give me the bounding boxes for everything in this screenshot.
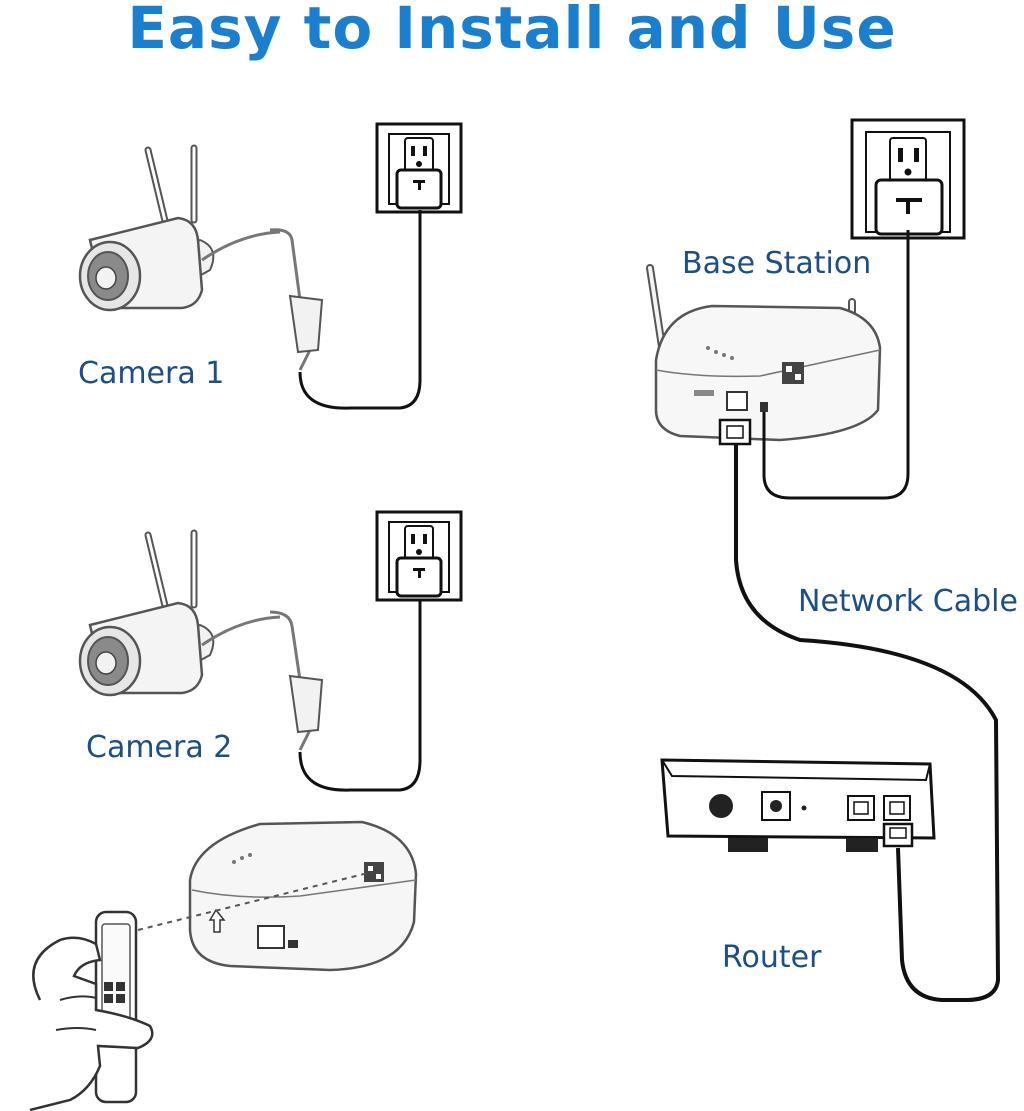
power-cable-1 <box>298 210 422 410</box>
base-station-label: Base Station <box>682 246 872 281</box>
outlet-3-icon <box>850 118 966 240</box>
phone-in-hand-icon <box>29 910 154 1111</box>
router-label: Router <box>722 940 822 975</box>
scan-line <box>137 871 373 931</box>
outlet-2-icon <box>375 510 463 602</box>
rj45-plug-icon <box>718 418 752 446</box>
camera-2-icon <box>80 533 324 751</box>
network-cable-label: Network Cable <box>798 584 1018 619</box>
network-cable <box>734 444 1001 1002</box>
camera-2-label: Camera 2 <box>86 730 233 765</box>
page-title: Easy to Install and Use <box>127 0 897 62</box>
outlet-1-icon <box>375 122 463 214</box>
camera-1-icon <box>80 148 324 371</box>
router-icon <box>660 758 936 852</box>
power-cable-2 <box>298 600 422 792</box>
hub-device-icon <box>188 820 418 972</box>
base-station-icon <box>646 264 882 442</box>
camera-1-label: Camera 1 <box>78 356 225 391</box>
base-power-cable <box>762 230 910 500</box>
